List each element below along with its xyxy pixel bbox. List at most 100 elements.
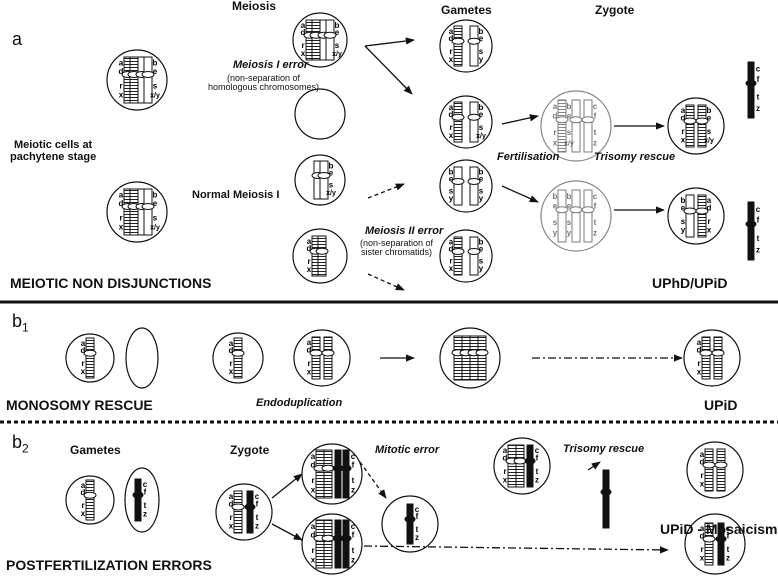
- locus-label: x: [229, 521, 234, 530]
- locus-label: a: [697, 338, 702, 347]
- locus-label: d: [697, 346, 702, 355]
- locus-label: s: [681, 217, 686, 226]
- locus-label: d: [311, 530, 316, 539]
- locus-label: a: [503, 446, 508, 455]
- locus-label: y: [479, 55, 484, 64]
- section-a-letter: a: [12, 29, 23, 49]
- locus-label: y: [479, 194, 484, 203]
- locus-label: z: [351, 485, 355, 494]
- chromosome: [714, 448, 728, 492]
- arrow: [367, 273, 405, 291]
- locus-label: d: [307, 244, 312, 253]
- locus-label: a: [449, 103, 454, 112]
- locus-label: c: [351, 522, 356, 531]
- locus-label: c: [756, 205, 761, 214]
- locus-label: d: [229, 346, 234, 355]
- locus-label: r: [229, 513, 232, 522]
- locus-label: f: [757, 215, 760, 224]
- locus-label: r: [81, 359, 84, 368]
- locus-label: a: [700, 450, 705, 459]
- chromosome: [332, 519, 344, 569]
- locus-label: t: [352, 476, 355, 485]
- arrow: [271, 473, 303, 499]
- locus-label: a: [449, 238, 454, 247]
- locus-label: d: [449, 244, 454, 253]
- arrow: [364, 37, 415, 47]
- chromosome: [321, 336, 335, 380]
- chromosome: [321, 449, 335, 499]
- locus-label: a: [307, 237, 312, 246]
- locus-label: a: [700, 524, 705, 533]
- locus-label: e: [335, 28, 340, 37]
- locus-label: x/y: [704, 137, 714, 144]
- locus-label: z: [593, 139, 597, 148]
- chromosome: [711, 336, 725, 380]
- trisomy-rescue-label-b2: Trisomy rescue: [563, 443, 645, 455]
- uphd-upid-result: UPhD/UPiD: [652, 275, 728, 291]
- locus-label: f: [594, 202, 597, 211]
- locus-label: a: [707, 196, 712, 205]
- locus-label: x: [700, 553, 705, 562]
- chromosome: [600, 469, 612, 529]
- locus-label: x: [311, 555, 316, 564]
- locus-label: b: [479, 103, 484, 112]
- locus-label: r: [449, 257, 452, 266]
- locus-label: s: [335, 41, 340, 50]
- arrow: [501, 185, 539, 203]
- locus-label: r: [681, 127, 684, 136]
- locus-label: x: [229, 367, 234, 376]
- chromosome: [475, 335, 489, 381]
- locus-label: b: [479, 168, 484, 177]
- locus-label: x: [449, 55, 454, 64]
- meiosis-ii-error-label: Meiosis II error: [365, 225, 444, 237]
- locus-label: y: [479, 264, 484, 273]
- locus-label: f: [757, 75, 760, 84]
- locus-label: d: [449, 34, 454, 43]
- locus-label: a: [81, 481, 86, 490]
- locus-label: r: [81, 501, 84, 510]
- locus-label: t: [416, 525, 419, 534]
- locus-label: z: [255, 521, 259, 530]
- locus-label: r: [449, 123, 452, 132]
- arrow: [501, 114, 539, 125]
- locus-label: x: [681, 135, 686, 144]
- locus-label: e: [449, 174, 454, 183]
- locus-label: e: [153, 67, 158, 76]
- locus-label: f: [416, 512, 419, 521]
- arrow: [359, 461, 387, 499]
- locus-label: d: [81, 346, 86, 355]
- locus-label: x/y: [564, 141, 574, 148]
- locus-label: c: [593, 192, 598, 201]
- meiotic-cells-label: Meiotic cells at pachytene stage: [10, 139, 97, 163]
- locus-label: z: [593, 229, 597, 238]
- meiosis-i-error-note: (non-separation of homologous chromosome…: [208, 73, 320, 93]
- locus-label: s: [553, 218, 558, 227]
- arrow: [271, 523, 303, 541]
- empty-cell: [294, 88, 346, 140]
